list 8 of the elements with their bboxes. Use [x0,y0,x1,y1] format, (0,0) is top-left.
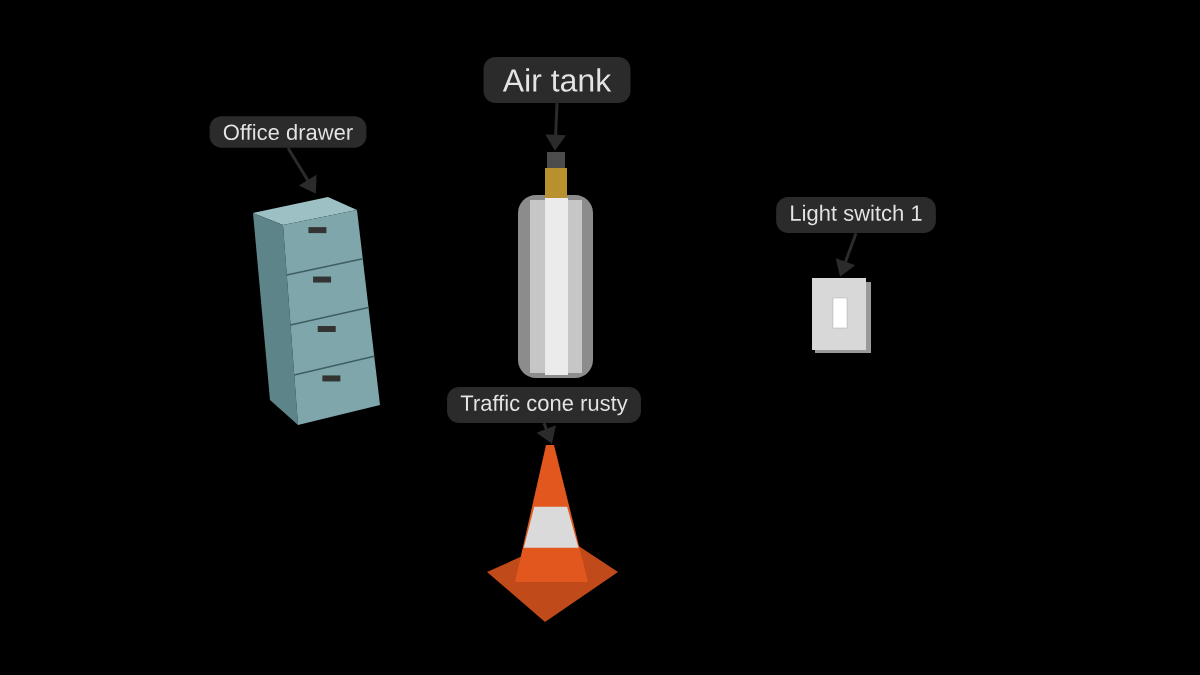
speech-bubble: Office drawer [209,116,367,148]
gas-cylinder-drawing [518,152,593,378]
speech-bubble: Light switch 1 [776,197,936,233]
traffic-cone-drawing [487,445,618,622]
filing-cabinet-drawing [253,197,380,425]
speech-bubble: Traffic cone rusty [447,387,641,423]
speech-bubble: Air tank [483,57,631,103]
light-switch-drawing [812,278,871,353]
